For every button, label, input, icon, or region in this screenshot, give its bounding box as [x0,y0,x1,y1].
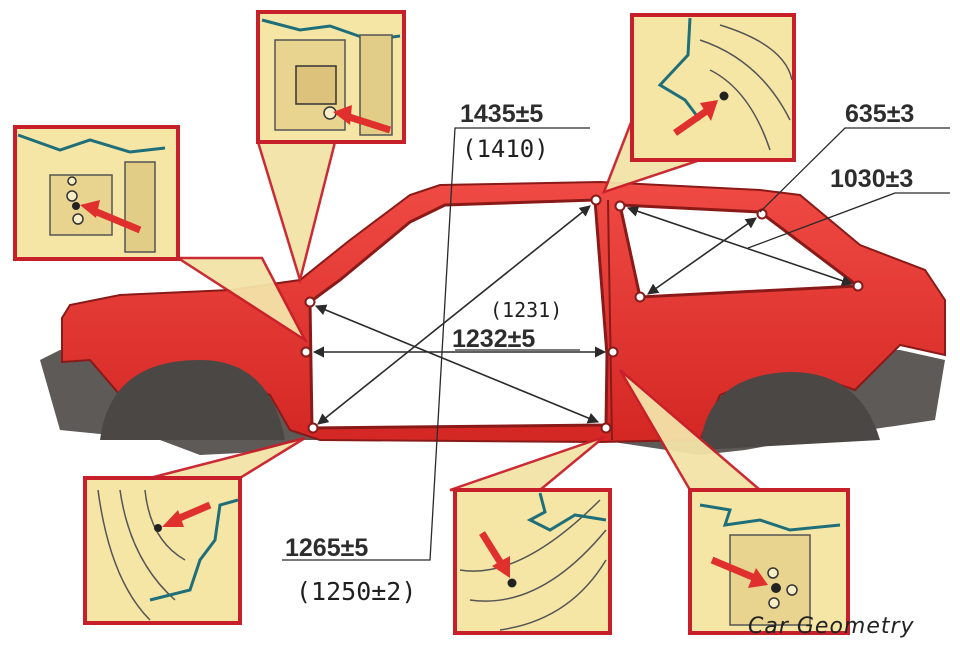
point-c-bottom-right [852,280,864,292]
point-a-pillar-mid [300,346,312,358]
inset-sill-middle [453,488,612,635]
leader-1435 [282,127,590,561]
point-a-pillar-bottom [307,422,319,434]
dim-1231-note: (1231) [490,298,562,322]
dimension-labels: 1435±5 (1410) 635±3 1030±3 (1231) 1232±5… [285,100,914,606]
leader-lines [282,127,950,561]
point-c-top-left [614,200,626,212]
inset-roof-rear [630,13,796,162]
b-pillar-edge [607,199,613,441]
dim-1030: 1030±3 [830,165,913,193]
point-b-pillar-bottom [600,422,612,434]
inset-roof-front [256,10,406,144]
inset-a-pillar-upper [13,125,180,261]
inset-b-pillar-lower [688,488,850,635]
dim-1265: 1265±5 [285,534,368,562]
funnel-bottom-mid [449,435,605,492]
inset-sill-front [83,476,242,625]
dim-635: 635±3 [845,100,914,128]
watermark: Car Geometry [748,614,915,639]
dim-1435-note: (1410) [462,135,549,163]
point-c-bottom-left [634,291,646,303]
rear-wheel-arch [700,372,880,450]
point-b-pillar-mid [607,346,619,358]
rear-diag-arrow-2 [647,217,757,295]
funnel-top-left [173,256,309,344]
detail-insets [13,10,850,635]
dim-1435: 1435±5 [460,100,543,128]
leader-635 [759,127,950,213]
leader-1030 [747,192,950,249]
point-b-pillar-top [590,194,602,206]
point-a-pillar-top [304,296,316,308]
dim-1232: 1232±5 [452,325,535,353]
measurement-points [300,194,864,434]
diag-arrow-2 [317,205,591,425]
measurement-lines [312,205,854,425]
dim-1250-note: (1250±2) [296,577,416,606]
funnel-top-mid [256,140,337,285]
front-wheel-arch [100,360,285,440]
